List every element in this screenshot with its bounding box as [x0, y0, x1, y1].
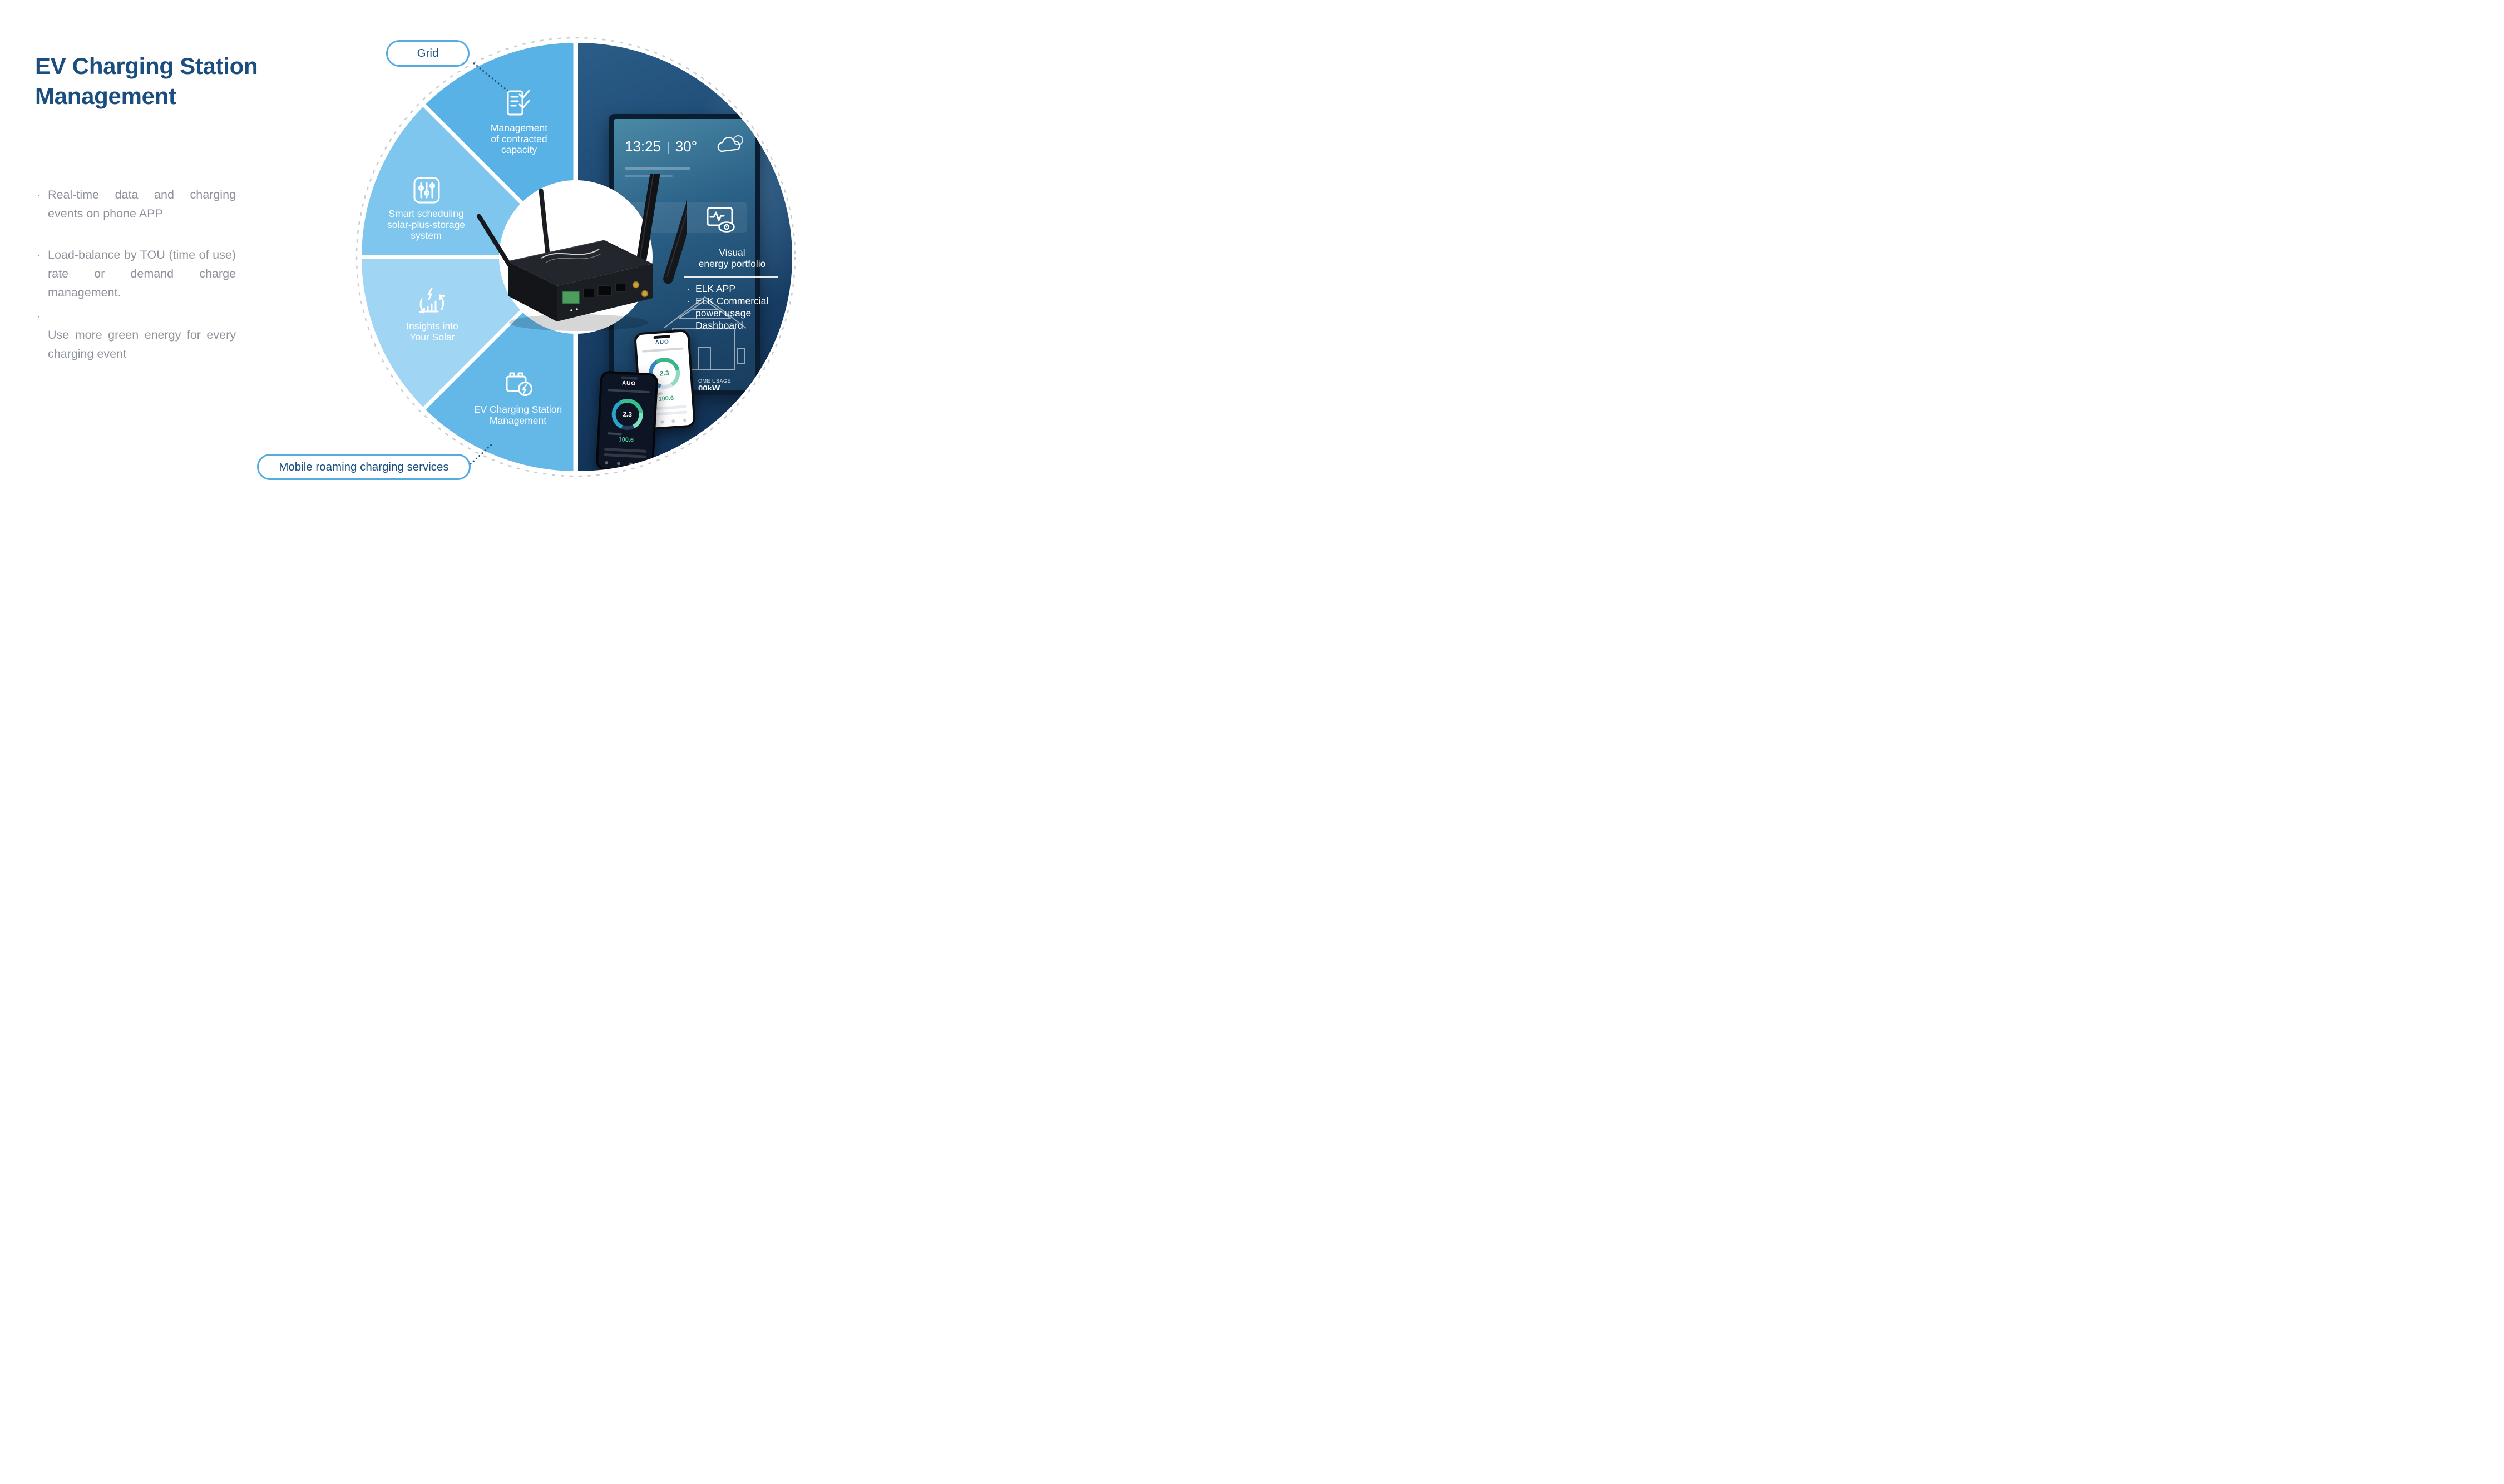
callout-grid: Grid [386, 40, 470, 67]
page-title: EV Charging Station Management [35, 51, 258, 111]
gateway-device-image [476, 174, 687, 331]
sliders-icon [413, 177, 440, 204]
solar-cycle-chart-icon [419, 288, 445, 314]
page-title-line: EV Charging Station [35, 53, 258, 79]
phone-list-row [604, 453, 646, 458]
segment-label-ev-charging: EV Charging Station Management [473, 404, 562, 426]
phone-list-row [604, 447, 647, 453]
phone-brand-logo: AUO [621, 380, 636, 387]
list-item: · [37, 306, 236, 325]
page-canvas: EV Charging Station Management · Real-ti… [0, 0, 834, 494]
segment-label-contracted-capacity: Management of contracted capacity [490, 122, 548, 155]
phone-notch [620, 376, 638, 380]
energy-gauge-value: 2.3 [615, 402, 640, 427]
home-usage-readout: OME USAGE 00kW [698, 378, 731, 390]
callout-grid-label: Grid [417, 47, 439, 60]
bullet-marker: · [37, 248, 41, 261]
list-item: · Real-time data and charging events on … [37, 185, 236, 223]
antenna-connector [641, 290, 649, 298]
weather-cloud-icon [717, 135, 743, 152]
bullet-marker: · [37, 309, 41, 323]
dashed-outer-ring [355, 37, 796, 477]
display-time: 13:25 [625, 138, 661, 155]
feature-list: · Real-time data and charging events on … [37, 185, 236, 363]
visual-energy-monitor-icon [707, 207, 735, 233]
list-item: · ELK APP [687, 283, 735, 294]
visual-energy-divider [684, 276, 778, 278]
document-checklist-icon [507, 90, 530, 116]
antenna-connector [632, 281, 640, 289]
device-ports [562, 281, 649, 311]
reading-label-bar [607, 432, 622, 436]
list-item: · Load-balance by TOU (time of use) rate… [37, 245, 236, 302]
phone-tab-bar [642, 347, 684, 353]
bullet-text: Real-time data and charging events on ph… [48, 188, 236, 220]
device-decorative-curve [541, 249, 600, 259]
segment-label-visual-energy: Visual energy portfolio [698, 247, 766, 269]
list-item: · ELK Commercial power usage Dashboard [687, 295, 769, 331]
home-usage-label: OME USAGE [698, 378, 732, 384]
energy-reading-value: 100.6 [618, 436, 634, 444]
antenna-paddle-right-1 [636, 174, 660, 269]
display-text-bar [625, 175, 673, 177]
display-temp: 30° [675, 138, 698, 155]
phone-mockup-dark: AUO 2.3 100.6 [595, 370, 659, 471]
segment-label-solar-insights: Insights into Your Solar [406, 320, 458, 343]
bullet-marker: · [37, 188, 41, 201]
phone-nav-bar [604, 461, 645, 467]
mobile-connector-dotted-line [470, 443, 493, 465]
display-divider: | [666, 140, 670, 154]
home-usage-value: 00kW [698, 384, 720, 390]
grid-connector-dotted-line [473, 62, 511, 93]
callout-mobile-label: Mobile roaming charging services [279, 460, 449, 473]
segment-label-smart-scheduling: Smart scheduling solar-plus-storage syst… [387, 208, 466, 241]
antenna-paddle-right-2 [663, 195, 687, 284]
phone-screen: AUO 2.3 100.6 [597, 373, 656, 471]
ev-charger-battery-icon [506, 372, 532, 396]
elk-feature-list: · ELK APP · ELK Commercial power usage D… [687, 283, 768, 332]
list-item: Use more green energy for every charging… [37, 325, 236, 363]
callout-mobile-roaming: Mobile roaming charging services [257, 454, 471, 480]
device-shadow [509, 314, 648, 331]
display-time-row: 13:25 | 30° [625, 138, 697, 155]
display-text-bar [625, 167, 690, 170]
bullet-text: Load-balance by TOU (time of use) rate o… [48, 248, 236, 299]
energy-gauge: 2.3 [611, 398, 644, 431]
bullet-text: Use more green energy for every charging… [48, 328, 236, 360]
page-title-line: Management [35, 83, 176, 109]
phone-tab-bar [607, 389, 650, 394]
gateway-body [507, 240, 653, 321]
